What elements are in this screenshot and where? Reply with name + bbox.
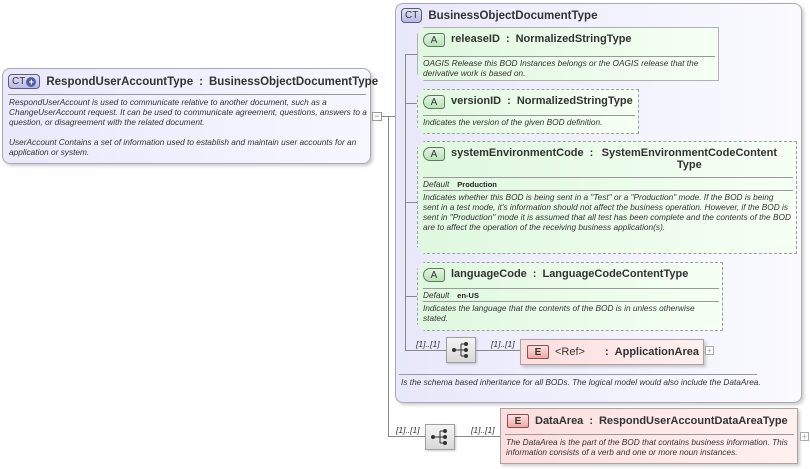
connector-line <box>476 350 520 351</box>
connector-line <box>388 116 389 436</box>
attribute-versionid[interactable]: A versionID : NormalizedStringType Indic… <box>417 89 639 134</box>
connector-line <box>405 54 417 55</box>
divider <box>423 190 793 191</box>
sequence-icon <box>431 429 447 445</box>
root-type-title: CT+ RespondUserAccountType : BusinessObj… <box>8 74 378 89</box>
connector-line <box>405 202 417 203</box>
connector-line <box>405 296 417 297</box>
attribute-type: NormalizedStringType <box>516 95 633 107</box>
complex-type-badge: CT <box>401 8 423 23</box>
element-name: DataArea <box>535 415 584 427</box>
divider <box>423 288 719 289</box>
attribute-documentation: Indicates the version of the given BOD d… <box>423 117 603 127</box>
divider <box>8 94 366 95</box>
attribute-releaseid[interactable]: A releaseID : NormalizedStringType OAGIS… <box>417 27 719 81</box>
divider <box>399 374 757 375</box>
attribute-systemenvironmentcode[interactable]: A systemEnvironmentCode : SystemEnvironm… <box>417 141 797 254</box>
connector-line <box>405 350 453 351</box>
cardinality-label: [1]..[1] <box>396 425 420 435</box>
connector-line <box>388 116 395 117</box>
connector-line <box>405 103 417 104</box>
attribute-type: NormalizedStringType <box>515 33 632 45</box>
base-documentation: Is the schema based inheritance for all … <box>401 377 761 387</box>
expand-button[interactable]: + <box>800 432 809 441</box>
default-value: en-US <box>457 291 479 300</box>
attribute-documentation: Indicates the language that the contents… <box>423 303 695 323</box>
connector-line <box>382 116 388 117</box>
sequence-icon <box>452 342 468 358</box>
sequence-compositor[interactable] <box>446 337 476 363</box>
attribute-type: SystemEnvironmentCodeContentType <box>601 147 778 171</box>
ref-label: <Ref> <box>555 346 585 358</box>
element-badge: E <box>507 414 529 428</box>
cardinality-label: [1]..[1] <box>416 339 440 349</box>
root-base-type: BusinessObjectDocumentType <box>208 75 379 88</box>
attribute-languagecode[interactable]: A languageCode : LanguageCodeContentType… <box>417 262 723 331</box>
attribute-badge: A <box>423 268 445 282</box>
attribute-name: systemEnvironmentCode <box>451 147 584 159</box>
base-type-title: CT BusinessObjectDocumentType <box>401 8 597 23</box>
root-complex-type-box[interactable]: CT+ RespondUserAccountType : BusinessObj… <box>2 68 378 164</box>
element-type: RespondUserAccountDataAreaType <box>598 415 788 427</box>
attribute-type: LanguageCodeContentType <box>542 268 689 280</box>
divider <box>423 115 635 116</box>
sequence-compositor[interactable] <box>425 424 455 450</box>
root-type-name: RespondUserAccountType <box>46 75 194 88</box>
divider <box>423 56 715 57</box>
base-complex-type-box[interactable]: CT BusinessObjectDocumentType A releaseI… <box>395 3 802 403</box>
element-dataarea[interactable]: E DataArea : RespondUserAccountDataAreaT… <box>500 408 798 464</box>
element-documentation: The DataArea is the part of the BOD that… <box>506 437 788 457</box>
divider <box>423 177 793 178</box>
attribute-name: versionID <box>451 95 502 107</box>
collapse-button[interactable]: − <box>372 112 382 121</box>
element-name: ApplicationArea <box>614 346 700 358</box>
cardinality-label: [1]..[1] <box>471 425 495 435</box>
connector-line <box>388 436 425 437</box>
default-row: Default en-US <box>423 290 479 300</box>
connector-line <box>455 436 500 437</box>
root-documentation: RespondUserAccount is used to communicat… <box>9 97 367 157</box>
attribute-badge: A <box>423 33 445 47</box>
default-value: Production <box>457 180 497 189</box>
cardinality-label: [1]..[1] <box>491 339 515 349</box>
divider <box>423 301 719 302</box>
attribute-badge: A <box>423 147 445 161</box>
attribute-name: languageCode <box>451 268 527 280</box>
element-badge: E <box>527 345 549 359</box>
base-type-name: BusinessObjectDocumentType <box>428 9 598 22</box>
default-row: Default Production <box>423 179 497 189</box>
extension-plus-icon: + <box>26 76 37 87</box>
attribute-name: releaseID <box>451 33 500 45</box>
attribute-documentation: OAGIS Release this BOD Instances belongs… <box>423 58 699 78</box>
divider <box>505 434 794 435</box>
complex-type-badge: CT+ <box>8 74 41 89</box>
attribute-documentation: Indicates whether this BOD is being sent… <box>423 192 791 232</box>
element-applicationarea[interactable]: E <Ref> : ApplicationArea <box>520 339 704 365</box>
attribute-badge: A <box>423 95 445 109</box>
expand-button[interactable]: + <box>705 346 714 355</box>
